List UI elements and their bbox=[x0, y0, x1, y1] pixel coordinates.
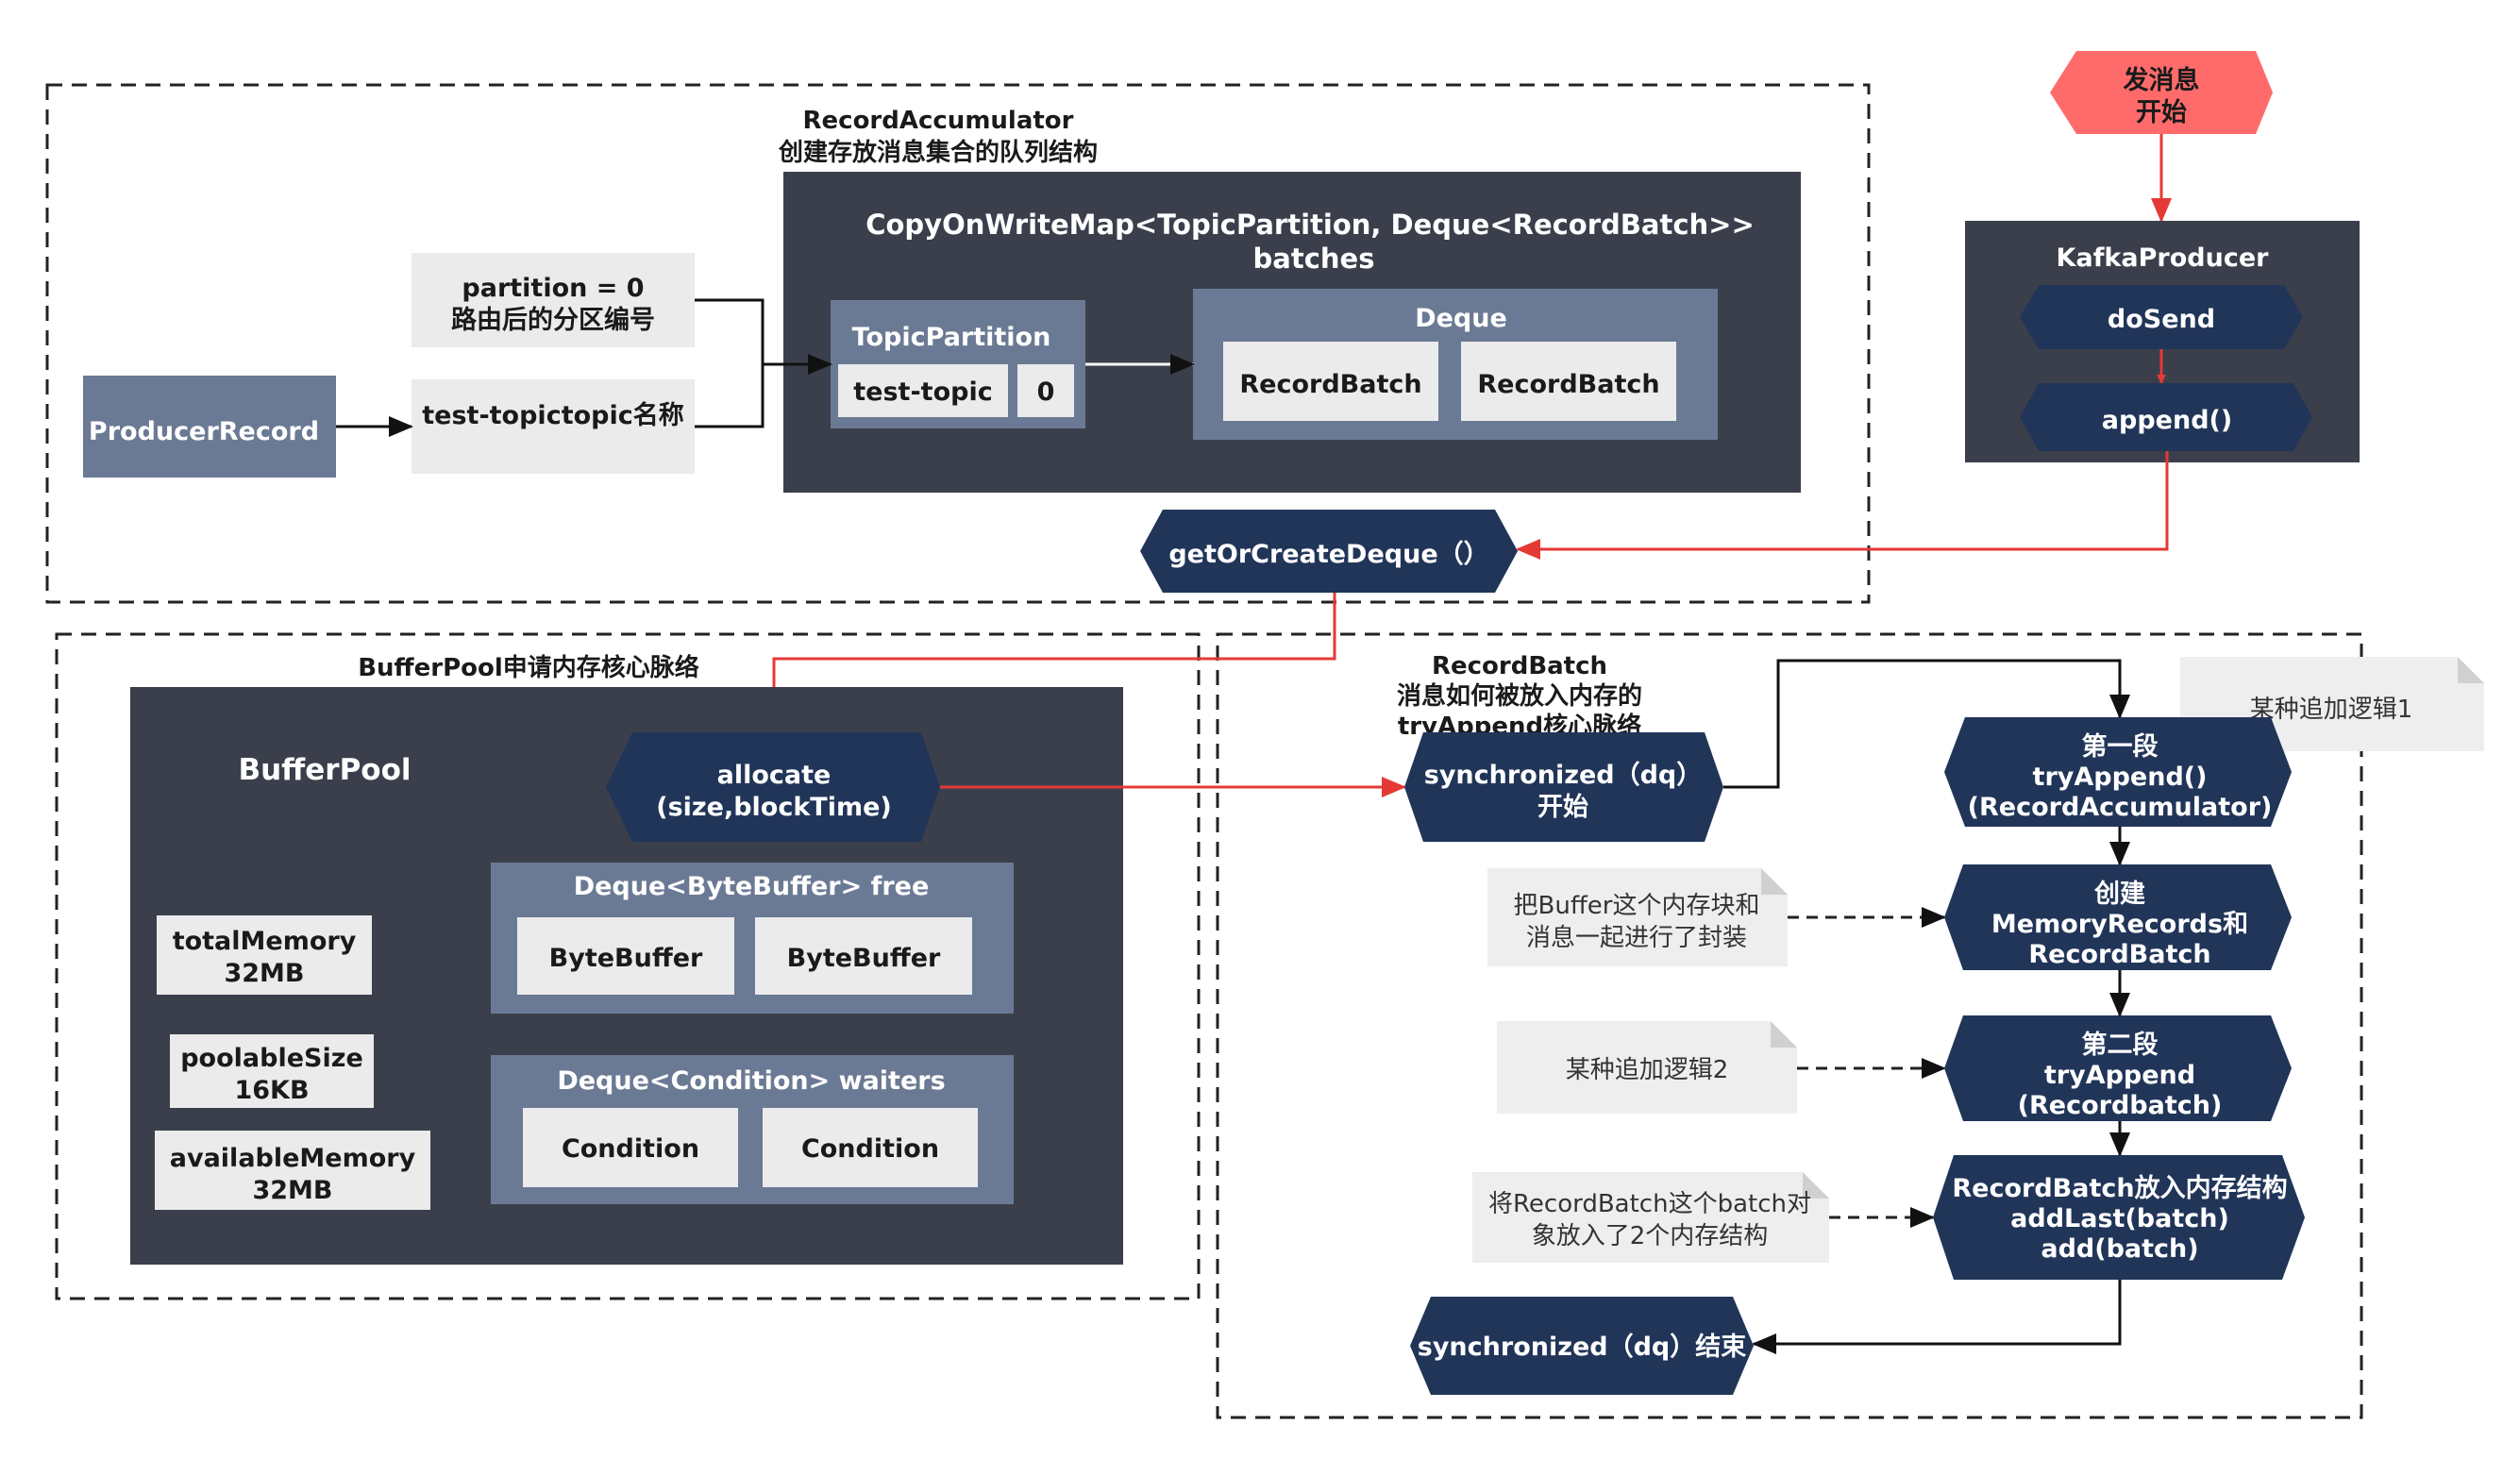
do-send-node bbox=[2020, 285, 2303, 349]
partition-info-line2: 路由后的分区编号 bbox=[451, 305, 655, 335]
allocate-label-1: allocate bbox=[717, 761, 832, 790]
available-memory-name: availableMemory bbox=[170, 1144, 416, 1173]
topic-value-box bbox=[838, 364, 1008, 417]
allocate-node bbox=[606, 732, 940, 842]
deque-label: Deque bbox=[1415, 304, 1507, 333]
start-node bbox=[2050, 51, 2273, 134]
kafka-producer-title: KafkaProducer bbox=[2057, 243, 2270, 273]
record-batch-1: RecordBatch bbox=[1239, 370, 1421, 399]
create-node bbox=[1944, 864, 2292, 970]
record-batch-section-title-2: 消息如何被放入内存的 bbox=[1397, 681, 1642, 711]
sync-start-label-2: 开始 bbox=[1537, 792, 1588, 822]
poolable-size-name: poolableSize bbox=[180, 1044, 363, 1073]
sync-start-label-1: synchronized（dq） bbox=[1424, 761, 1702, 790]
available-memory-box bbox=[155, 1131, 430, 1210]
waiters-deque-label: Deque<Condition> waiters bbox=[557, 1066, 945, 1096]
do-send-label: doSend bbox=[2108, 305, 2215, 334]
create-label-2: MemoryRecords和 bbox=[1991, 910, 2248, 939]
available-memory-value: 32MB bbox=[252, 1176, 332, 1205]
condition-2: Condition bbox=[801, 1134, 939, 1164]
partition-info-line1: partition = 0 bbox=[462, 274, 644, 303]
total-memory-value: 32MB bbox=[224, 959, 304, 988]
batches-map-title: CopyOnWriteMap<TopicPartition, Deque<Rec… bbox=[865, 209, 1755, 241]
step1-node bbox=[1944, 717, 2292, 827]
sync-end-label: synchronized（dq）结束 bbox=[1418, 1333, 1746, 1362]
step2-node bbox=[1944, 1015, 2292, 1121]
get-or-create-label: getOrCreateDeque（） bbox=[1168, 540, 1488, 569]
condition-1: Condition bbox=[562, 1134, 699, 1164]
allocate-label-2: (size,blockTime) bbox=[656, 793, 892, 822]
buffer-pool-title: BufferPool bbox=[238, 753, 411, 787]
total-memory-name: totalMemory bbox=[173, 927, 357, 956]
note-1-text: 某种追加逻辑1 bbox=[2250, 696, 2413, 724]
note-wrap-card bbox=[1487, 868, 1788, 966]
total-memory-box bbox=[157, 915, 372, 995]
producer-record: ProducerRecord bbox=[89, 417, 319, 446]
partition-value-box bbox=[1017, 364, 1074, 417]
buffer-pool-section-title: BufferPool申请内存核心脉络 bbox=[358, 653, 699, 682]
append-node bbox=[2020, 383, 2312, 451]
topic-info: test-topictopic名称 bbox=[422, 400, 684, 430]
byte-buffer-1: ByteBuffer bbox=[549, 944, 703, 973]
record-accumulator-subtitle: 创建存放消息集合的队列结构 bbox=[778, 138, 1098, 167]
append-to-get-or-create-arrow bbox=[1516, 451, 2169, 560]
step2-label-1: 第二段 bbox=[2082, 1030, 2159, 1060]
condition-box-1 bbox=[523, 1108, 738, 1187]
note-put-text-2: 象放入了2个内存结构 bbox=[1532, 1222, 1769, 1250]
partition-connector bbox=[695, 298, 764, 428]
note-wrap-text-2: 消息一起进行了封装 bbox=[1526, 924, 1747, 952]
create-label-3: RecordBatch bbox=[2028, 940, 2210, 969]
start-label-2: 开始 bbox=[2136, 97, 2187, 127]
sync-start-to-step1-arrow bbox=[1723, 659, 2130, 789]
step1-label-2: tryAppend() bbox=[2033, 763, 2208, 792]
sync-start-node bbox=[1404, 732, 1723, 842]
step2-label-3: (Recordbatch) bbox=[2018, 1091, 2223, 1120]
put-label-1: RecordBatch放入内存结构 bbox=[1952, 1173, 2287, 1203]
poolable-size-box bbox=[170, 1034, 374, 1108]
put-node bbox=[1933, 1155, 2305, 1280]
put-label-2: addLast(batch) bbox=[2010, 1204, 2229, 1233]
record-accumulator-frame bbox=[45, 83, 1871, 604]
condition-box-2 bbox=[763, 1108, 978, 1187]
record-batch-box-1 bbox=[1223, 342, 1438, 421]
step2-label-2: tryAppend bbox=[2044, 1061, 2195, 1090]
note-2-text: 某种追加逻辑2 bbox=[1566, 1056, 1729, 1084]
note-2-card bbox=[1497, 1021, 1797, 1114]
batches-map-subtitle: batches bbox=[1253, 243, 1375, 275]
sync-end-node bbox=[1410, 1297, 1754, 1395]
topic-partition-label: TopicPartition bbox=[852, 323, 1051, 352]
partition-value: 0 bbox=[1037, 377, 1055, 407]
record-batch-2: RecordBatch bbox=[1477, 370, 1659, 399]
put-to-sync-end-arrow bbox=[1752, 1280, 2122, 1354]
byte-buffer-2: ByteBuffer bbox=[787, 944, 941, 973]
topic-value: test-topic bbox=[853, 377, 992, 407]
record-batch-box-2 bbox=[1461, 342, 1676, 421]
get-or-create-node bbox=[1140, 510, 1518, 593]
record-batch-section-title-1: RecordBatch bbox=[1432, 652, 1607, 680]
free-deque-label: Deque<ByteBuffer> free bbox=[574, 872, 930, 901]
step1-label-3: (RecordAccumulator) bbox=[1968, 793, 2273, 822]
note-wrap-text-1: 把Buffer这个内存块和 bbox=[1514, 892, 1760, 920]
create-label-1: 创建 bbox=[2093, 880, 2145, 909]
note-put-fold bbox=[1803, 1172, 1829, 1199]
note-wrap-fold bbox=[1761, 868, 1788, 895]
byte-buffer-box-2 bbox=[755, 917, 972, 995]
append-label: append() bbox=[2102, 406, 2232, 435]
byte-buffer-box-1 bbox=[517, 917, 734, 995]
record-accumulator-title: RecordAccumulator bbox=[803, 107, 1074, 135]
note-put-text-1: 将RecordBatch这个batch对 bbox=[1488, 1190, 1811, 1218]
partition-info-box bbox=[412, 253, 695, 347]
topic-info-box bbox=[412, 379, 695, 474]
poolable-size-value: 16KB bbox=[234, 1076, 309, 1105]
start-label-1: 发消息 bbox=[2123, 65, 2200, 95]
step1-label-1: 第一段 bbox=[2082, 731, 2159, 762]
buffer-pool-frame bbox=[55, 632, 1201, 1300]
note-2-fold bbox=[1771, 1021, 1797, 1048]
record-batch-frame bbox=[1216, 632, 2363, 1419]
producer-record-box bbox=[83, 376, 336, 478]
note-put-card bbox=[1472, 1172, 1829, 1263]
note-1-fold bbox=[2458, 657, 2484, 683]
put-label-3: add(batch) bbox=[2041, 1234, 2198, 1264]
